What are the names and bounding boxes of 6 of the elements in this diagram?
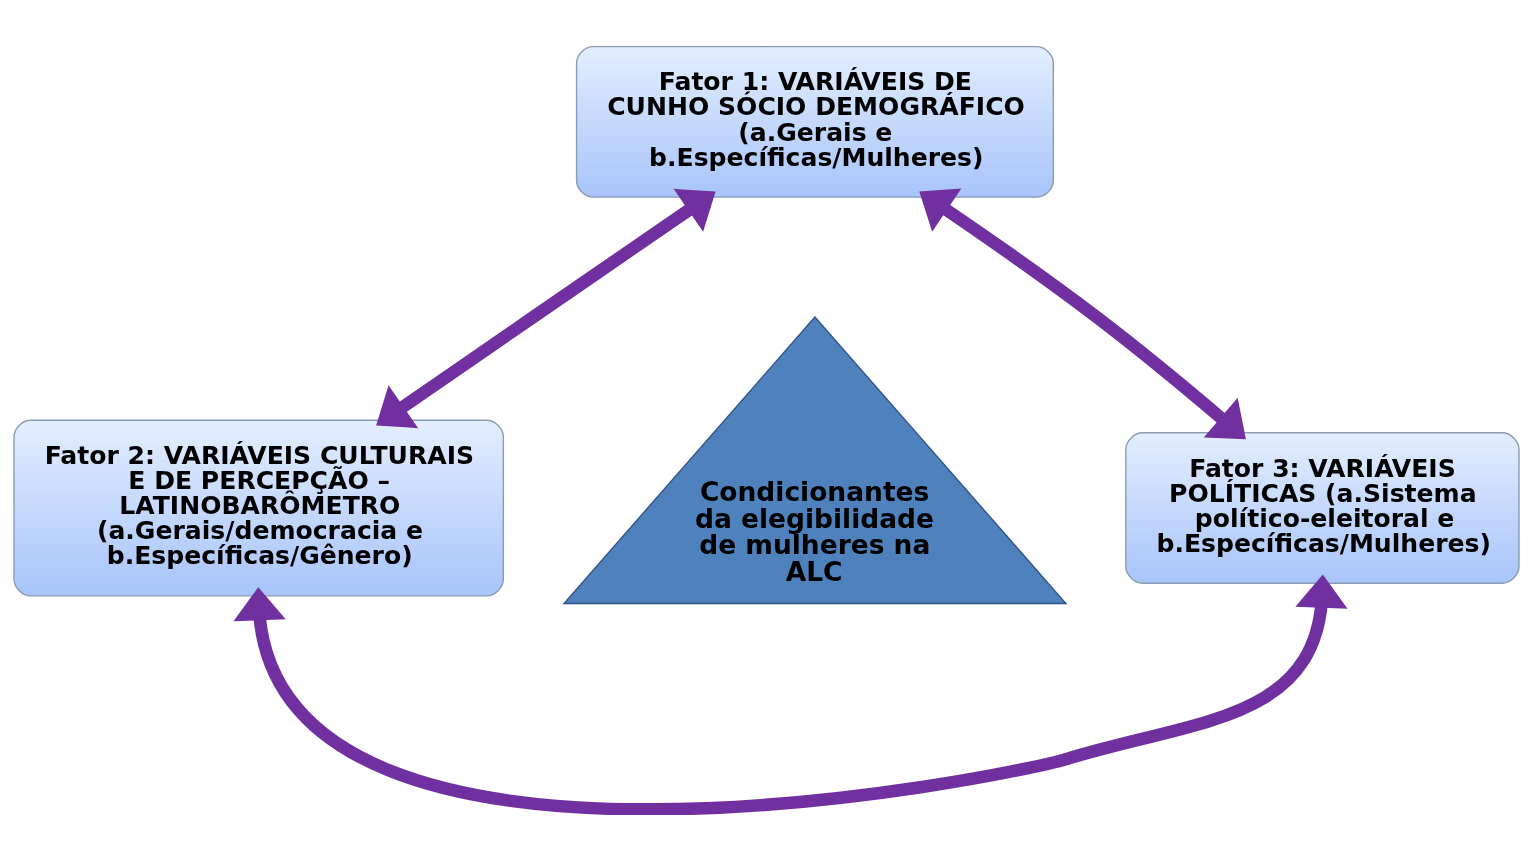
arrow	[376, 188, 716, 428]
node-box: Fator 1: VARIÁVEIS DE CUNHO SÓCIO DEMOGRÁFICO (a.Gerais e b.Específicas/Mulheres)	[575, 45, 1055, 198]
arrow	[919, 188, 1246, 439]
node-box: Fator 3: VARIÁVEIS POLÍTICAS (a.Sistema político-eleitoral e b.Específicas/Mulheres)	[1125, 431, 1520, 584]
node-box: Fator 2: VARIÁVEIS CULTURAIS E DE PERCEPÇÃO – LATINOBARÔMETRO (a.Gerais/democracia e b.Específicas/Gênero)	[13, 419, 505, 597]
arrow	[233, 574, 1348, 815]
